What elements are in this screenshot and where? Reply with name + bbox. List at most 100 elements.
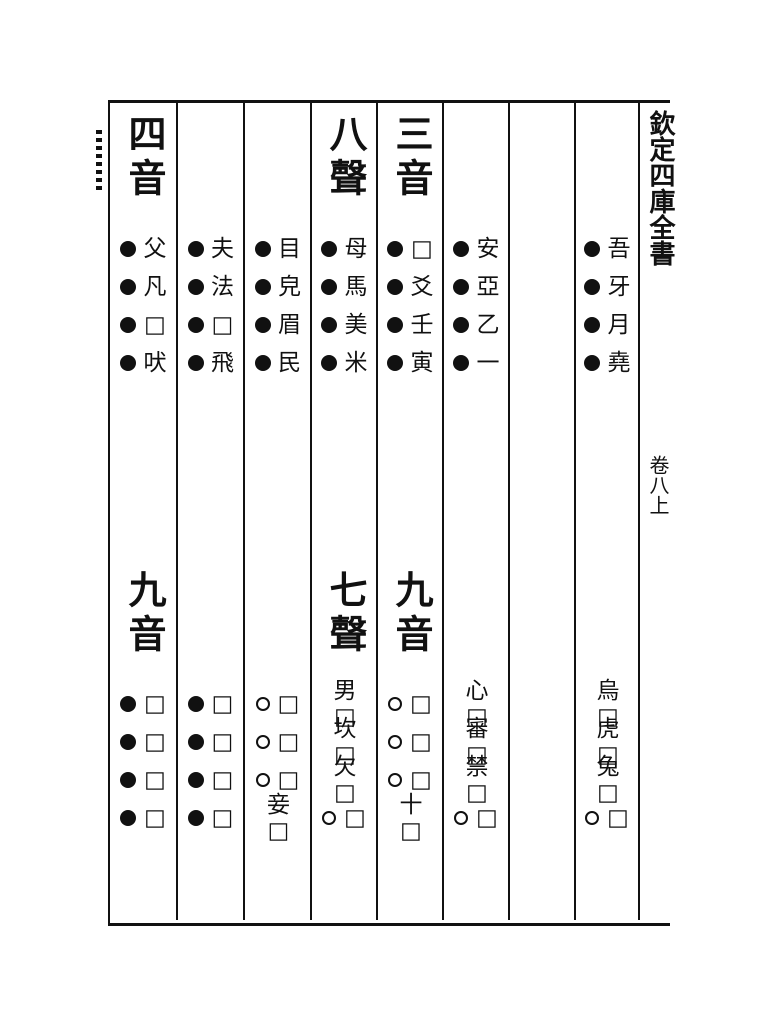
table-row: 夫 [178,230,245,268]
filled-circle-icon [120,734,136,750]
table-row: □ [444,799,510,837]
filled-circle-icon [453,317,469,333]
filled-circle-icon [187,696,204,712]
cell-character: 飛 [211,350,234,376]
cell-character: 十□ [399,792,423,844]
cell-character: 米 [344,350,368,376]
cell-character: □ [144,312,166,338]
margin-strip: 欽定四庫全書 卷八上 [640,100,675,920]
cell-character: 烏□ [596,678,620,730]
table-row: 民 [245,344,312,382]
table-row: 米 [312,344,378,382]
table-row: 亞 [444,268,510,306]
column-header-bottom: 九音 [389,570,434,658]
table-column: 八聲七聲母馬美米男□坎□欠□□ [312,100,378,920]
filled-circle-icon [584,241,600,257]
open-circle-icon [454,811,468,825]
table-row: 法 [178,268,245,306]
table-row: □ [178,685,245,723]
cell-character: 母 [344,236,368,262]
cell-character: 男□ [333,678,357,730]
column-header-bottom: 七聲 [323,570,368,658]
cell-character: □ [211,691,234,717]
filled-circle-icon [321,317,337,333]
table-column: 夫法□飛□□□□ [178,100,245,920]
cell-character: □ [607,805,629,831]
cell-character: □ [144,767,166,793]
cell-character: 牙 [607,274,631,300]
cell-character: 安 [476,236,500,262]
cell-character: □ [476,805,498,831]
table-row: □ [378,761,444,799]
cell-character: 目 [278,236,301,262]
cell-character: 虎□ [596,716,620,768]
table-row: 皃 [245,268,312,306]
table-row: □ [178,761,245,799]
table-row: 虎□ [576,716,640,768]
table-row: □ [245,761,312,799]
column-header-top: 四音 [122,114,167,202]
cell-character: □ [211,312,234,338]
filled-circle-icon [321,241,337,257]
table-row: □ [110,723,178,761]
filled-circle-icon [120,317,136,333]
open-circle-icon [255,773,270,787]
filled-circle-icon [584,279,600,295]
filled-circle-icon [387,279,403,295]
open-circle-icon [322,811,336,825]
table-column: 安亞乙一心□審□禁□□ [444,100,510,920]
filled-circle-icon [254,355,271,371]
filled-circle-icon [187,734,204,750]
cell-character: 夫 [211,236,234,262]
filled-circle-icon [120,696,136,712]
table-row: 男□ [312,678,378,730]
column-header-top: 八聲 [323,114,368,202]
cell-character: 堯 [607,350,631,376]
cell-character: 審□ [465,716,489,768]
open-circle-icon [388,697,402,711]
cell-character: 一 [476,350,500,376]
filled-circle-icon [387,317,403,333]
table-row: □ [178,723,245,761]
table-column: 目皃眉民□□□妾□ [245,100,312,920]
filled-circle-icon [321,355,337,371]
filled-circle-icon [187,241,204,257]
column-header-bottom: 九音 [122,570,167,658]
table-row: 壬 [378,306,444,344]
table-row: 妾□ [245,792,312,844]
table-row: 母 [312,230,378,268]
filled-circle-icon [387,355,403,371]
cell-character: □ [410,729,432,755]
cell-character: 壬 [410,312,434,338]
cell-character: □ [144,729,166,755]
table-row: 禁□ [444,754,510,806]
cell-character: □ [411,236,433,262]
table-row: 吾 [576,230,640,268]
cell-character: 美 [344,312,368,338]
table-row: □ [178,306,245,344]
table-row: □ [576,799,640,837]
cell-character: □ [277,691,300,717]
table-row: □ [312,799,378,837]
table-column: 四音九音父凡□吠□□□□ [110,100,178,920]
table-row: □ [110,306,178,344]
filled-circle-icon [120,241,136,257]
table-row: □ [378,230,444,268]
cell-character: 凡 [143,274,167,300]
filled-circle-icon [187,317,204,333]
filled-circle-icon [453,355,469,371]
cell-character: □ [211,729,234,755]
filled-circle-icon [120,810,136,826]
table-row: □ [110,761,178,799]
filled-circle-icon [453,241,469,257]
filled-circle-icon [453,279,469,295]
cell-character: 禁□ [465,754,489,806]
margin-title: 欽定四庫全書 [645,110,675,266]
cell-character: 吾 [607,236,631,262]
table-row: □ [378,723,444,761]
filled-circle-icon [387,241,403,257]
filled-circle-icon [120,355,136,371]
table-row: 吠 [110,344,178,382]
table-row: □ [178,799,245,837]
